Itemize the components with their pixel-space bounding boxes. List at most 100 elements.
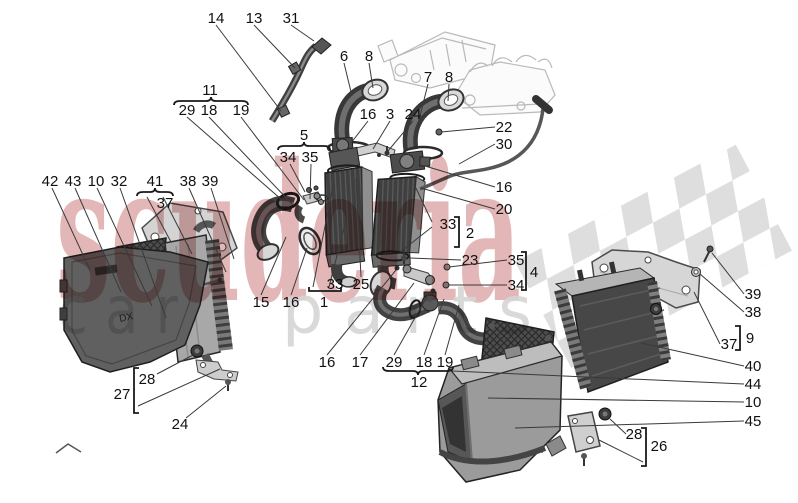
breather-hose (419, 95, 553, 191)
intercooler-outlet-pipe (251, 191, 301, 261)
part-label-14-0: 14 (208, 10, 225, 27)
part-label-24-13: 24 (405, 106, 422, 123)
leader-line-19 (444, 304, 460, 356)
part-label-12-45: 12 (411, 374, 428, 391)
group-bracket (454, 216, 460, 248)
leader-line (413, 183, 433, 223)
part-label-9-52: 9 (746, 330, 754, 347)
leader-line-15 (260, 236, 287, 296)
intercooler-left (324, 136, 374, 288)
watermark-title: scuderia (56, 122, 521, 345)
leader-line-44 (451, 370, 745, 385)
leader-line-16 (290, 247, 308, 296)
leader-line-10 (487, 397, 745, 403)
chevron-mark (55, 443, 82, 454)
intake-elbow-left (326, 78, 389, 156)
part-label-19-10: 19 (233, 102, 250, 119)
part-label-45-56: 45 (745, 413, 762, 430)
air-intake-duct (437, 341, 567, 483)
part-label-37-26: 37 (157, 195, 174, 212)
part-label-11-7: 11 (202, 82, 218, 99)
right-grommet-upper (650, 303, 662, 315)
part-label-2-30: 2 (466, 225, 474, 242)
part-label-44-54: 44 (745, 376, 762, 393)
right-radiator (554, 261, 671, 394)
leader-line-8 (368, 62, 374, 89)
leader-line-16 (350, 120, 369, 144)
group-bracket (173, 96, 249, 106)
leader-line-19 (240, 116, 305, 201)
leader-line-32 (119, 187, 167, 319)
right-grommet-lower (598, 407, 612, 421)
watermark-subtitle-left: c a r (58, 272, 179, 349)
leader-line-23 (409, 257, 462, 261)
leader-line-3 (372, 120, 391, 150)
leader-line-24 (185, 385, 227, 419)
part-label-33-37: 33 (327, 276, 344, 293)
part-label-13-1: 13 (246, 10, 263, 27)
part-label-15-35: 15 (253, 294, 270, 311)
part-label-6-3: 6 (340, 48, 348, 65)
part-label-5-14: 5 (300, 127, 308, 144)
part-label-16-36: 16 (283, 294, 300, 311)
group-bracket (133, 367, 139, 414)
left-air-shroud: DX (59, 246, 209, 373)
part-label-8-6: 8 (445, 69, 453, 86)
part-label-23-31: 23 (462, 252, 479, 269)
leader-line-37 (693, 291, 721, 345)
part-label-4-33: 4 (530, 264, 538, 281)
part-label-39-49: 39 (745, 286, 762, 303)
leader-line (312, 185, 334, 288)
part-label-16-19: 16 (496, 179, 513, 196)
pipe-flange-ring (298, 226, 322, 256)
part-label-40-53: 40 (745, 358, 762, 375)
leader-line-34 (289, 163, 306, 193)
leader-line (598, 439, 644, 463)
part-label-32-24: 32 (111, 173, 128, 190)
part-label-43-22: 43 (65, 173, 82, 190)
leader-line (399, 226, 433, 253)
leader-line-14 (215, 24, 282, 112)
leader-line-35 (448, 259, 508, 268)
leader-line-28 (609, 418, 627, 435)
leader-line-39 (210, 187, 235, 260)
part-label-16-11: 16 (360, 106, 377, 123)
part-label-38-50: 38 (745, 304, 762, 321)
leader-line-45 (514, 420, 745, 429)
part-label-3-12: 3 (386, 106, 394, 123)
sensor-fitting-group (294, 185, 329, 224)
part-label-7-5: 7 (424, 69, 432, 86)
leader-line-16 (424, 165, 496, 188)
part-label-10-55: 10 (745, 394, 762, 411)
leader-line-42 (51, 187, 91, 271)
leader-line-22 (440, 126, 496, 133)
part-label-42-21: 42 (42, 173, 59, 190)
group-bracket (277, 141, 331, 151)
part-label-39-28: 39 (202, 173, 219, 190)
clamp-ring (408, 299, 422, 319)
leader-line-39 (711, 252, 745, 295)
part-label-41-25: 41 (147, 173, 164, 190)
right-fasteners (691, 245, 714, 277)
part-label-30-18: 30 (496, 136, 513, 153)
leader-line-10 (96, 187, 153, 307)
clamp-collar (375, 250, 410, 262)
leader-line-40 (640, 342, 745, 367)
group-bracket (735, 325, 741, 351)
left-grommet (190, 344, 204, 358)
leader-line-18 (423, 298, 445, 356)
group-bracket (521, 251, 527, 291)
group-bracket (641, 427, 647, 467)
group-bracket (136, 187, 174, 197)
leader-line (137, 368, 221, 407)
watermark: scuderia c a r p a r t s (56, 122, 532, 349)
part-label-37-51: 37 (721, 336, 738, 353)
leader-line-17 (359, 282, 415, 356)
hose-end-fitting (311, 37, 332, 55)
part-label-24-48: 24 (172, 416, 189, 433)
leader-line-24 (387, 120, 414, 152)
leader-line-29 (186, 116, 283, 201)
left-lower-bracket (195, 359, 239, 391)
